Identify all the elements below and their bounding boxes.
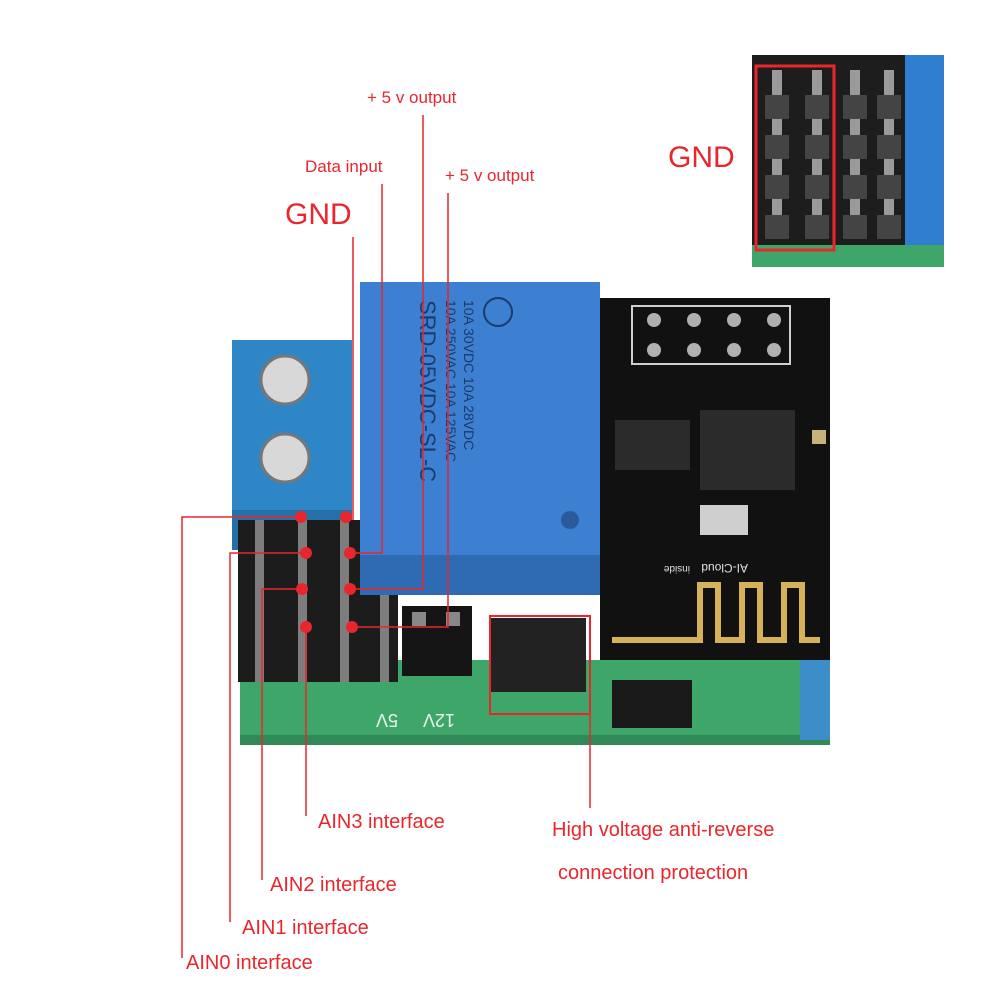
label-hv-protection-line2: connection protection [558,862,749,884]
label-data-input: Data input [305,157,383,176]
relay: SRD-05VDC-SL-C 10A 250VAC 10A 125VAC 10A… [360,282,600,595]
gnd-inset-highlight [754,64,836,252]
relay-rating-text-1: 10A 250VAC 10A 125VAC [443,300,459,462]
label-gnd-main: GND [285,198,352,231]
module-vendor-text: AI-Cloud [701,561,748,575]
label-5v-output-mid: + 5 v output [445,166,535,185]
hv-protection-highlight [489,615,591,715]
relay-model-text: SRD-05VDC-SL-C [415,300,440,482]
label-ain0: AIN0 interface [186,952,313,974]
silk-5v: 5V [376,710,398,730]
gnd-inset-image [752,55,944,267]
jumpers [402,606,586,692]
label-ain1: AIN1 interface [242,917,369,939]
capacitor [612,680,692,728]
label-5v-output-top: + 5 v output [367,88,457,107]
label-ain2: AIN2 interface [270,874,397,896]
module-subtitle-text: inside [663,563,690,574]
label-ain3: AIN3 interface [318,811,445,833]
wifi-module: AI-Cloud inside [600,298,830,660]
relay-rating-text-2: 10A 30VDC 10A 28VDC [461,300,477,450]
side-connector [800,660,830,740]
label-hv-protection-line1: High voltage anti-reverse [552,819,775,841]
screw-terminal [232,340,352,550]
label-gnd-inset: GND [668,141,735,174]
silk-12v: 12V [423,710,455,730]
leader-lines [181,115,591,958]
pin-markers [295,511,358,633]
